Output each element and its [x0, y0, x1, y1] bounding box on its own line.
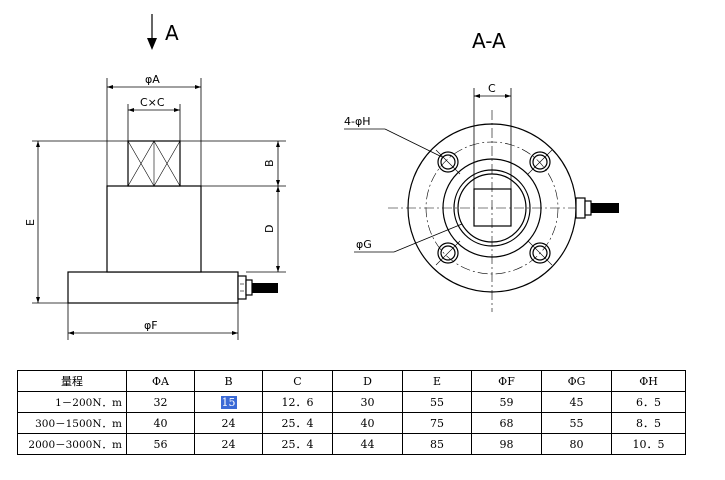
square-socket — [473, 188, 512, 227]
spec-table: 量程 ΦA B C D E ΦF ΦG ΦH 1－200N．m 32 15 12… — [17, 370, 686, 455]
cell-c[interactable]: 25．4 — [262, 433, 333, 455]
dim-cxc: C×C — [140, 96, 165, 109]
cell-range[interactable]: 300－1500N．m — [17, 412, 127, 434]
view-arrow-label: A — [165, 21, 179, 45]
header-c: C — [262, 370, 333, 392]
cell-d[interactable]: 30 — [332, 391, 403, 413]
base-flange — [67, 271, 239, 304]
cell-phi-h[interactable]: 6．5 — [611, 391, 686, 413]
section-title: A-A — [472, 29, 506, 53]
cell-e[interactable]: 85 — [402, 433, 472, 455]
cell-c[interactable]: 12．6 — [262, 391, 333, 413]
header-range: 量程 — [17, 370, 127, 392]
cell-phi-h[interactable]: 10．5 — [611, 433, 686, 455]
cell-d[interactable]: 40 — [332, 412, 403, 434]
cell-phi-g[interactable]: 55 — [541, 412, 612, 434]
section-cable-connector — [575, 197, 619, 219]
sensor-body — [106, 185, 202, 273]
header-e: E — [402, 370, 472, 392]
dim-d: D — [263, 225, 276, 233]
selected-text[interactable]: 15 — [220, 395, 237, 409]
table-row: 300－1500N．m 40 24 25．4 40 75 68 55 8．5 — [17, 412, 686, 434]
dim-phi-g: φG — [356, 238, 372, 251]
cell-b[interactable]: 24 — [194, 412, 263, 434]
bolt-holes — [435, 149, 553, 266]
header-phi-f: ΦF — [471, 370, 542, 392]
dim-e: E — [24, 219, 37, 226]
cell-phi-a[interactable]: 56 — [126, 433, 195, 455]
table-row: 2000－3000N．m 56 24 25．4 44 85 98 80 10．5 — [17, 433, 686, 455]
technical-drawing: A A-A φA C×C — [24, 14, 619, 340]
header-phi-h: ΦH — [611, 370, 686, 392]
cell-phi-f[interactable]: 98 — [471, 433, 542, 455]
cell-range[interactable]: 1－200N．m — [17, 391, 127, 413]
cell-b[interactable]: 24 — [194, 433, 263, 455]
header-d: D — [332, 370, 403, 392]
cell-range[interactable]: 2000－3000N．m — [17, 433, 127, 455]
header-phi-a: ΦA — [126, 370, 195, 392]
body-outline — [442, 158, 542, 258]
dim-b: B — [263, 159, 276, 167]
cell-d[interactable]: 44 — [332, 433, 403, 455]
cell-e[interactable]: 55 — [402, 391, 472, 413]
side-view: φA C×C E B D φF — [24, 73, 286, 340]
section-view: C 4-φH φG — [344, 82, 619, 312]
dim-holes: 4-φH — [344, 115, 371, 128]
cell-c[interactable]: 25．4 — [262, 412, 333, 434]
dim-phi-a: φA — [145, 73, 160, 86]
header-b: B — [194, 370, 263, 392]
cell-phi-f[interactable]: 68 — [471, 412, 542, 434]
cell-b-selected[interactable]: 15 — [194, 391, 263, 413]
cell-phi-g[interactable]: 80 — [541, 433, 612, 455]
view-arrow: A — [147, 14, 179, 50]
dim-phi-f: φF — [144, 319, 158, 332]
table-header-row: 量程 ΦA B C D E ΦF ΦG ΦH — [17, 370, 686, 392]
cable-connector — [237, 275, 278, 300]
bore-outline — [453, 169, 531, 247]
cell-phi-g[interactable]: 45 — [541, 391, 612, 413]
cell-phi-a[interactable]: 40 — [126, 412, 195, 434]
cell-e[interactable]: 75 — [402, 412, 472, 434]
table-row: 1－200N．m 32 15 12．6 30 55 59 45 6．5 — [17, 391, 686, 413]
cell-phi-a[interactable]: 32 — [126, 391, 195, 413]
dim-c: C — [488, 82, 496, 95]
header-phi-g: ΦG — [541, 370, 612, 392]
cell-phi-h[interactable]: 8．5 — [611, 412, 686, 434]
cell-phi-f[interactable]: 59 — [471, 391, 542, 413]
